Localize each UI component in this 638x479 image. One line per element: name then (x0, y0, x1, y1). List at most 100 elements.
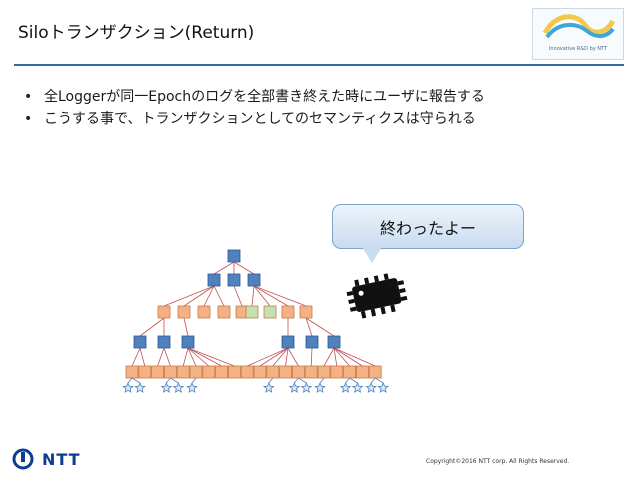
tree-node-blue (157, 335, 171, 349)
tree-edge (183, 317, 189, 337)
star-edge (345, 377, 350, 384)
star-icon (314, 381, 326, 393)
tree-edge (247, 347, 289, 367)
star-icon (365, 381, 378, 393)
tree-node-green (245, 305, 259, 319)
tree-node-orange (125, 365, 139, 379)
tree-node-orange (176, 365, 190, 379)
tree-node-orange (304, 365, 318, 379)
star-edge (268, 377, 274, 384)
star-edge (131, 377, 141, 384)
star-edge (298, 377, 307, 384)
tree-node-blue (207, 273, 221, 287)
tree-edge (233, 285, 243, 307)
star-icon (377, 381, 390, 393)
tree-node-orange (279, 365, 293, 379)
tree-node-orange (217, 305, 231, 319)
tree-node-orange (151, 365, 164, 379)
star-edge (191, 377, 197, 384)
tree-edge (233, 261, 255, 275)
star-edge (349, 377, 358, 384)
speech-bubble: 終わったよー (332, 204, 524, 249)
star-icon (160, 381, 173, 393)
tree-edge (187, 347, 235, 367)
tree-edge (213, 285, 225, 307)
star-edge (370, 377, 376, 384)
tree-node-orange (177, 305, 191, 319)
ntt-logo-text: NTT (42, 449, 81, 469)
logo-swirl-icon (542, 14, 616, 39)
tree-node-blue (227, 249, 241, 263)
innovative-rd-logo: Innovative R&D by NTT (532, 8, 624, 60)
tree-edge (183, 285, 215, 307)
tree-edge (333, 347, 338, 367)
speech-bubble-tail (362, 247, 382, 263)
bullet-list: 全Loggerが同一Epochのログを全部書き終えた時にユーザに報告する こうす… (24, 86, 485, 130)
tree-edge (305, 317, 335, 337)
star-icon (339, 381, 352, 393)
tree-edge (163, 347, 171, 367)
tree-node-orange (299, 305, 313, 319)
star-edge (319, 377, 325, 384)
tree-node-orange (228, 365, 241, 379)
tree-node-orange (317, 365, 331, 379)
logo-caption: Innovative R&D by NTT (548, 46, 608, 52)
tree-node-orange (138, 365, 152, 379)
tree-node-orange (215, 365, 228, 379)
tree-node-orange (368, 365, 382, 379)
log-tree-diagram (122, 249, 390, 393)
tree-edge (333, 347, 376, 367)
tree-node-orange (240, 365, 254, 379)
tree-node-blue (305, 335, 319, 349)
star-edge (374, 377, 384, 384)
tree-edge (182, 347, 189, 367)
star-icon (262, 381, 275, 393)
star-icon (288, 381, 301, 393)
tree-node-blue (327, 335, 341, 349)
ntt-logo-icon (12, 448, 34, 470)
tree-edge (253, 285, 289, 307)
tree-edge (253, 285, 271, 307)
title-divider (14, 64, 624, 66)
tree-edge (187, 347, 210, 367)
tree-edge (333, 347, 350, 367)
tree-edge (259, 347, 289, 367)
tree-edge (253, 285, 307, 307)
tree-node-orange (253, 365, 267, 379)
tree-edge (203, 285, 215, 307)
tree-node-orange (189, 365, 203, 379)
chip-icon (346, 273, 408, 319)
bullet-item: 全Loggerが同一Epochのログを全部書き終えた時にユーザに報告する (24, 86, 485, 108)
tree-node-blue (133, 335, 147, 349)
tree-node-orange (281, 305, 295, 319)
bubble-text: 終わったよー (379, 218, 476, 238)
tree-node-green (263, 305, 277, 319)
tree-node-blue (227, 273, 241, 287)
star-icon (134, 381, 146, 393)
tree-edge (285, 347, 289, 367)
slide-title: Siloトランザクション(Return) (18, 23, 255, 43)
star-icon (172, 381, 185, 393)
tree-node-blue (281, 335, 295, 349)
tree-node-orange (157, 305, 171, 319)
tree-edge (251, 285, 255, 307)
bullet-item: こうする事で、トランザクションとしてのセマンティクスは守られる (24, 108, 485, 130)
star-icon (300, 381, 313, 393)
tree-node-orange (355, 365, 369, 379)
star-icon (122, 381, 134, 393)
tree-edge (310, 347, 313, 367)
tree-edge (213, 261, 235, 275)
tree-edge (287, 347, 299, 367)
tree-node-orange (202, 365, 216, 379)
ntt-logo: NTT (12, 448, 81, 470)
tree-edge (139, 317, 165, 337)
tree-node-orange (343, 365, 357, 379)
tree-node-orange (330, 365, 344, 379)
star-edge (170, 377, 179, 384)
tree-edge (163, 285, 215, 307)
star-icon (186, 381, 198, 393)
tree-node-orange (291, 365, 305, 379)
star-icon (351, 381, 364, 393)
tree-edge (187, 347, 197, 367)
tree-edge (323, 347, 335, 367)
